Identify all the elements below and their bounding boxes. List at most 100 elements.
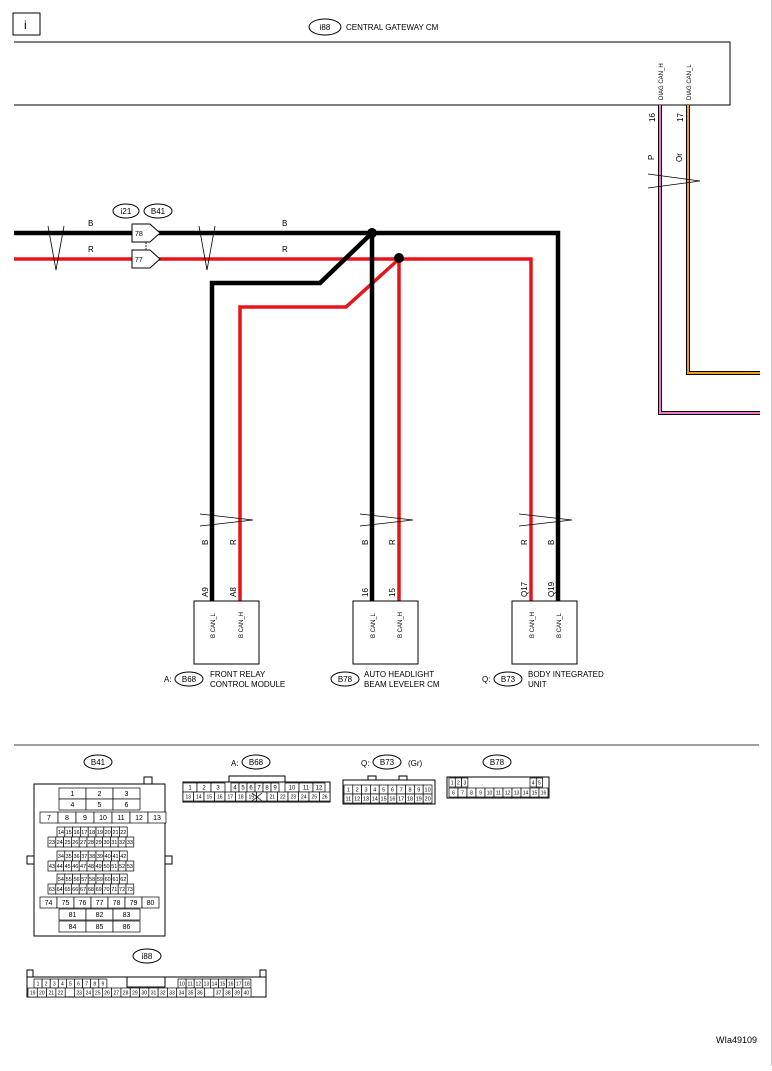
connector-pin-cell: 9 bbox=[414, 784, 424, 795]
b78-wire-color-b: B bbox=[361, 540, 370, 545]
svg-text:3: 3 bbox=[216, 786, 220, 792]
connector-pin-cell: 9 bbox=[75, 811, 95, 824]
connector-pin-cell: 33 bbox=[125, 836, 135, 848]
svg-text:54: 54 bbox=[58, 877, 64, 883]
connector-pin-cell: 9 bbox=[98, 978, 108, 989]
connector-pin-cell: 5 bbox=[535, 777, 543, 788]
connector-pin-cell: 20 bbox=[103, 826, 112, 838]
svg-text:21: 21 bbox=[112, 830, 118, 836]
svg-text:36: 36 bbox=[197, 990, 203, 996]
connector-pin-cell: 32 bbox=[157, 987, 168, 998]
b73-view-suffix: (Gr) bbox=[408, 759, 423, 768]
svg-text:76: 76 bbox=[79, 900, 87, 907]
module-box-b73 bbox=[511, 600, 578, 665]
connector-pin-cell: 37 bbox=[80, 850, 89, 862]
svg-text:13: 13 bbox=[204, 981, 210, 987]
connector-pin-cell: 17 bbox=[234, 978, 244, 989]
svg-text:22: 22 bbox=[120, 830, 126, 836]
connector-pin-cell: 21 bbox=[266, 791, 278, 802]
connector-pin-cell: 12 bbox=[312, 782, 326, 793]
b68-signal-b-can-h: B CAN_H bbox=[239, 612, 245, 638]
svg-text:2: 2 bbox=[457, 780, 460, 786]
svg-text:18: 18 bbox=[244, 981, 250, 987]
connector-pin-cell: 41 bbox=[111, 850, 120, 862]
connector-pin-cell: 16 bbox=[387, 793, 398, 804]
connector-pin-cell: 3 bbox=[112, 787, 141, 800]
svg-text:8: 8 bbox=[408, 787, 411, 793]
connector-pin-cell: 75 bbox=[56, 896, 75, 909]
svg-text:9: 9 bbox=[83, 815, 87, 822]
svg-text:84: 84 bbox=[69, 924, 77, 931]
svg-text:34: 34 bbox=[179, 990, 185, 996]
connector-pin-cell: 6 bbox=[387, 784, 398, 795]
svg-text:69: 69 bbox=[96, 887, 102, 893]
connector-pin-cell: 58 bbox=[87, 873, 97, 885]
connector-pin-cell: 12 bbox=[129, 811, 149, 824]
connector-pin-cell: 25 bbox=[63, 836, 72, 848]
connector-pin-cell: 9 bbox=[270, 782, 280, 793]
connector-pin-cell: 63 bbox=[47, 883, 57, 895]
connector-pin-cell: 39 bbox=[95, 850, 105, 862]
b73-pin-q19: Q19 bbox=[547, 581, 556, 597]
svg-text:17: 17 bbox=[398, 796, 404, 802]
connector-pin-cell: 38 bbox=[222, 987, 233, 998]
svg-text:6: 6 bbox=[391, 787, 394, 793]
svg-text:46: 46 bbox=[72, 864, 78, 870]
svg-text:38: 38 bbox=[89, 854, 95, 860]
svg-text:51: 51 bbox=[111, 864, 117, 870]
svg-text:21: 21 bbox=[269, 794, 275, 800]
connector-pin-cell: 16 bbox=[226, 978, 236, 989]
connector-pin-cell: 27 bbox=[78, 836, 88, 848]
connector-pin-cell: 79 bbox=[124, 896, 143, 909]
connector-pin-cell: 13 bbox=[201, 978, 211, 989]
b73-view-prefix: Q: bbox=[361, 759, 369, 768]
connector-pin-cell: 33 bbox=[167, 987, 178, 998]
svg-text:49: 49 bbox=[96, 864, 102, 870]
svg-text:79: 79 bbox=[130, 900, 138, 907]
connector-pin-cell: 52 bbox=[117, 860, 127, 872]
svg-text:12: 12 bbox=[135, 815, 143, 822]
svg-text:19: 19 bbox=[248, 794, 254, 800]
svg-text:27: 27 bbox=[114, 990, 120, 996]
connector-pin-cell: 65 bbox=[63, 883, 72, 895]
b73-signal-b-can-l: B CAN_L bbox=[557, 612, 563, 638]
connector-pin-cell: 7 bbox=[39, 811, 59, 824]
svg-text:45: 45 bbox=[64, 864, 70, 870]
connector-pin-cell: 31 bbox=[148, 987, 159, 998]
connector-pin-cell: 3 bbox=[210, 782, 226, 793]
svg-text:29: 29 bbox=[96, 840, 102, 846]
svg-text:35: 35 bbox=[188, 990, 194, 996]
connector-pin-cell: 13 bbox=[147, 811, 167, 824]
svg-text:20: 20 bbox=[425, 796, 431, 802]
connector-pin-cell: 9 bbox=[475, 787, 486, 798]
connector-pin-cell: 78 bbox=[107, 896, 126, 909]
connector-pin-cell: 23 bbox=[74, 987, 85, 998]
b68-pin-a9: A9 bbox=[201, 587, 210, 597]
b78-name-line2: BEAM LEVELER CM bbox=[364, 680, 440, 689]
svg-text:50: 50 bbox=[103, 864, 109, 870]
central-gateway-box bbox=[14, 41, 731, 106]
b68-view-prefix: A: bbox=[231, 759, 239, 768]
svg-text:4: 4 bbox=[532, 780, 535, 786]
svg-text:47: 47 bbox=[80, 864, 86, 870]
connector-pin-cell: 37 bbox=[213, 987, 224, 998]
connector-pin-cell: 11 bbox=[298, 782, 314, 793]
svg-text:85: 85 bbox=[96, 924, 104, 931]
connector-pin-cell: 19 bbox=[245, 791, 257, 802]
svg-text:44: 44 bbox=[57, 864, 63, 870]
b68-signal-b-can-l: B CAN_L bbox=[211, 612, 217, 638]
svg-text:6: 6 bbox=[249, 786, 253, 792]
svg-text:40: 40 bbox=[105, 854, 111, 860]
connector-pin-cell: 14 bbox=[193, 791, 205, 802]
svg-text:36: 36 bbox=[73, 854, 79, 860]
svg-text:1: 1 bbox=[71, 791, 75, 798]
svg-text:9: 9 bbox=[101, 981, 104, 987]
connector-pin-cell: 5 bbox=[85, 798, 114, 811]
svg-text:23: 23 bbox=[49, 840, 55, 846]
svg-text:35: 35 bbox=[66, 854, 72, 860]
svg-text:13: 13 bbox=[363, 796, 369, 802]
b68-wire-color-b: B bbox=[201, 540, 210, 545]
central-gateway-connector: i88 CENTRAL GATEWAY CM bbox=[308, 18, 439, 36]
connector-pin-cell: 26 bbox=[319, 791, 331, 802]
